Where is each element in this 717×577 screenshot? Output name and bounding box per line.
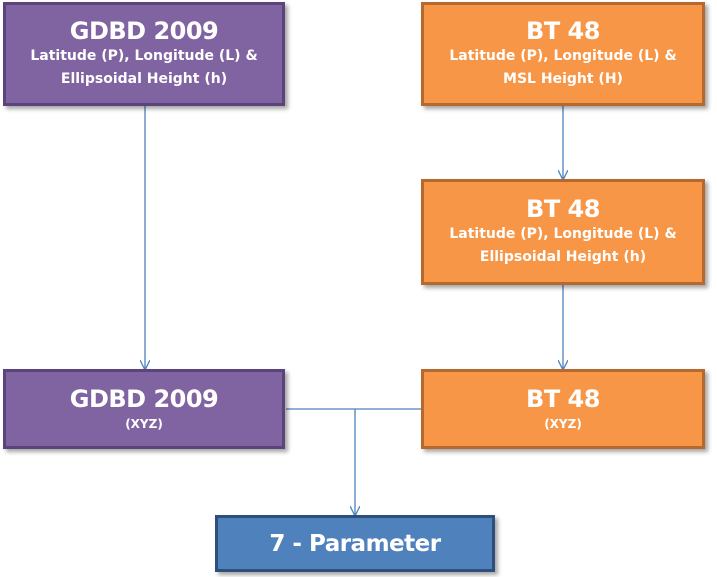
box-title: GDBD 2009 — [69, 17, 219, 45]
box-title: GDBD 2009 — [69, 385, 219, 413]
bt48-ellipsoidal-box: BT 48 Latitude (P), Longitude (L) & Elli… — [421, 179, 705, 285]
box-line: MSL Height (H) — [503, 71, 623, 87]
box-line: Ellipsoidal Height (h) — [479, 249, 647, 265]
box-line: Ellipsoidal Height (h) — [60, 71, 228, 87]
bt48-msl-box: BT 48 Latitude (P), Longitude (L) & MSL … — [421, 2, 705, 106]
box-line: Latitude (P), Longitude (L) & — [449, 48, 677, 64]
box-title: BT 48 — [526, 385, 600, 413]
box-title: BT 48 — [526, 17, 600, 45]
bt48-xyz-box: BT 48 (XYZ) — [421, 369, 705, 449]
gdbd-2009-xyz-box: GDBD 2009 (XYZ) — [3, 369, 285, 449]
seven-parameter-box: 7 - Parameter — [215, 515, 495, 572]
box-line: Latitude (P), Longitude (L) & — [30, 48, 258, 64]
box-line: Latitude (P), Longitude (L) & — [449, 226, 677, 242]
box-subtitle: (XYZ) — [125, 417, 163, 431]
box-title: 7 - Parameter — [269, 530, 441, 557]
box-title: BT 48 — [526, 195, 600, 223]
box-subtitle: (XYZ) — [544, 417, 582, 431]
gdbd-2009-geodetic-box: GDBD 2009 Latitude (P), Longitude (L) & … — [3, 2, 285, 106]
